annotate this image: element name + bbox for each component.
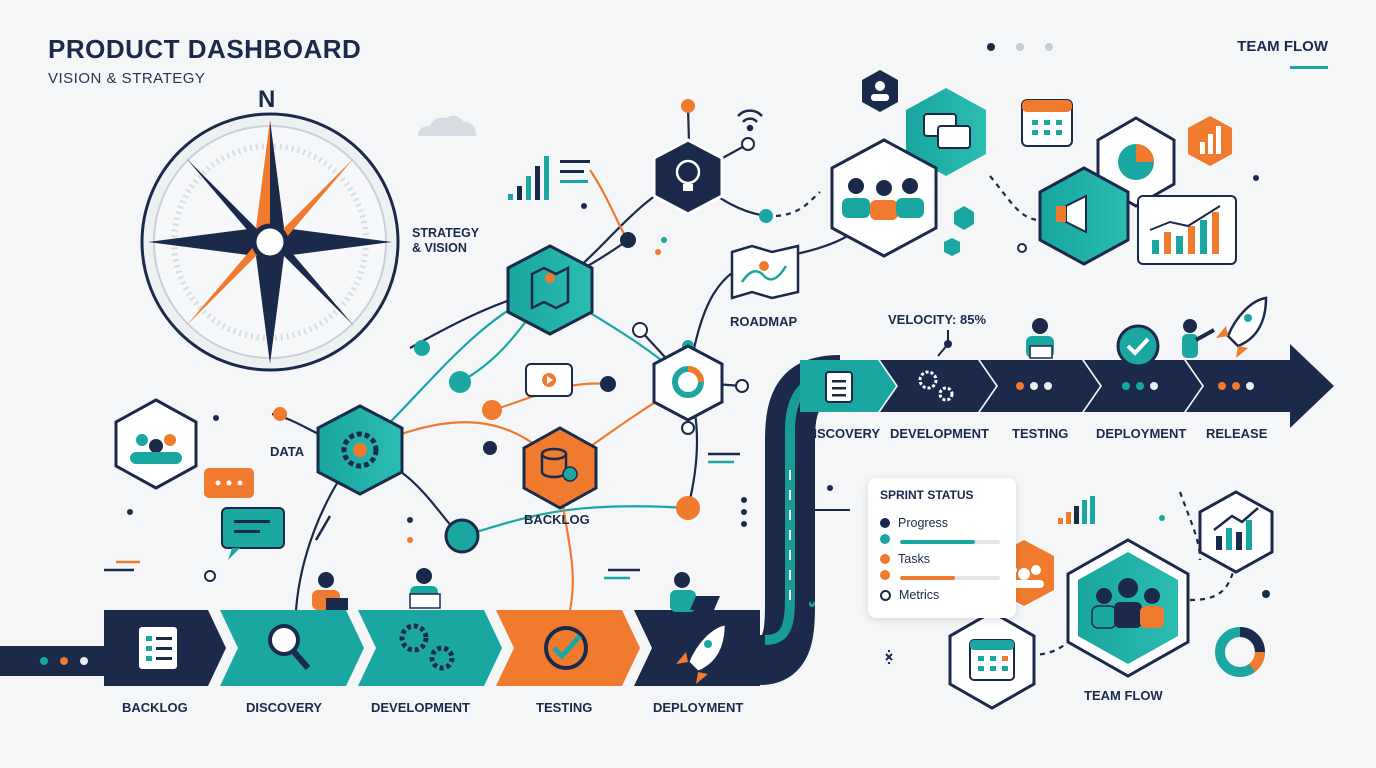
person-laptop-icon-1 <box>312 572 348 610</box>
roadmap-map-icon <box>730 244 800 300</box>
check-icon <box>880 534 890 544</box>
person-laptop-icon-2 <box>409 568 441 609</box>
donut-chart-icon <box>1215 627 1265 677</box>
velocity-label: VELOCITY: 85% <box>888 312 987 327</box>
compass-icon <box>140 112 400 372</box>
page-title: PRODUCT DASHBOARD <box>48 34 362 64</box>
pagination-dots <box>986 40 1056 58</box>
check-icon <box>880 570 890 580</box>
hex-team-members-icon <box>830 138 938 258</box>
person-laptop-icon-upper <box>1026 318 1054 359</box>
sprint-item-progress[interactable]: Progress <box>880 516 948 530</box>
sprint-item-label: Tasks <box>898 552 930 566</box>
hex-chart-donut-icon <box>652 344 724 422</box>
mini-bar-chart-icon <box>1058 496 1095 524</box>
person-laptop-icon-3 <box>670 572 720 612</box>
data-label: DATA <box>270 444 305 459</box>
upper-pipeline <box>800 344 1334 428</box>
person-pointing-icon <box>1182 319 1215 358</box>
hex-megaphone-icon <box>1038 166 1130 266</box>
bar-chart-icon <box>508 156 590 200</box>
compass-north-label: N <box>258 86 276 113</box>
lower-stage-deployment[interactable]: DEPLOYMENT <box>653 700 744 715</box>
lower-stage-backlog[interactable]: BACKLOG <box>122 700 188 715</box>
hex-map-icon <box>506 244 594 336</box>
sprint-item-tasks[interactable]: Tasks <box>880 552 930 566</box>
hex-team-large-icon <box>1066 538 1190 678</box>
lower-stage-development[interactable]: DEVELOPMENT <box>371 700 470 715</box>
lower-stage-discovery[interactable]: DISCOVERY <box>246 700 323 715</box>
video-bubble-icon <box>525 363 573 397</box>
upper-stage-discovery[interactable]: DISCOVERY <box>804 426 881 441</box>
upper-stage-release[interactable]: RELEASE <box>1206 426 1268 441</box>
hex-database-icon <box>522 426 598 510</box>
hex-user-icon <box>862 70 898 112</box>
wifi-icon <box>737 109 763 132</box>
backlog-node-label: BACKLOG <box>524 512 590 527</box>
metrics-check-icon-row <box>880 570 890 580</box>
progress-bar <box>900 540 1000 544</box>
hex-calendar-icon <box>948 610 1036 710</box>
upper-stage-deployment[interactable]: DEPLOYMENT <box>1096 426 1187 441</box>
hex-idea-icon <box>652 138 724 216</box>
hex-pie-chart-icon <box>1096 116 1176 208</box>
sparkle-icon <box>885 650 893 664</box>
network-nodes <box>204 99 1270 598</box>
cloud-icon <box>418 115 476 136</box>
check-circle-icon <box>1116 324 1160 368</box>
lower-pipeline <box>0 610 760 686</box>
hex-bar-chart-icon <box>1188 116 1232 166</box>
tasks-bar <box>900 576 1000 580</box>
team-flow-underline <box>1290 66 1328 69</box>
hex-settings-icon <box>316 404 404 496</box>
sprint-item-label: Metrics <box>899 588 940 602</box>
chat-bubble-icon <box>204 468 285 560</box>
sprint-item-metrics[interactable]: Metrics <box>880 588 939 602</box>
rocket-icon-upper <box>1216 296 1268 358</box>
sprint-status-card[interactable]: SPRINT STATUS Progress Tasks Metrics <box>868 478 1016 618</box>
small-hex-decor-icon <box>944 206 974 256</box>
hex-team-icon <box>114 398 198 490</box>
tasks-check-icon <box>880 554 890 564</box>
strategy-label-line1: STRATEGY <box>412 226 480 240</box>
decor-lines <box>104 452 740 580</box>
progress-check-icon <box>880 518 890 528</box>
decor-dots <box>127 175 1259 607</box>
hex-chat-icon <box>906 88 986 176</box>
tasks-check-icon-row <box>880 534 890 544</box>
lower-stage-testing[interactable]: TESTING <box>536 700 593 715</box>
metrics-circle-icon <box>880 589 891 601</box>
hex-growth-chart-icon <box>1198 490 1274 574</box>
strategy-label-line2: & VISION <box>412 241 467 255</box>
page-subtitle: VISION & STRATEGY <box>48 70 206 87</box>
upper-stage-testing[interactable]: TESTING <box>1012 426 1069 441</box>
line-chart-panel-icon <box>1137 195 1237 265</box>
team-flow-label: TEAM FLOW <box>1084 688 1163 703</box>
roadmap-label: ROADMAP <box>730 314 798 329</box>
sprint-item-label: Progress <box>898 516 949 530</box>
upper-stage-development[interactable]: DEVELOPMENT <box>890 426 989 441</box>
team-flow-heading: TEAM FLOW <box>1237 38 1328 55</box>
sprint-status-title: SPRINT STATUS <box>880 488 974 502</box>
calendar-icon-top <box>1021 99 1073 147</box>
strategy-vision-label: STRATEGY & VISION <box>412 226 479 256</box>
